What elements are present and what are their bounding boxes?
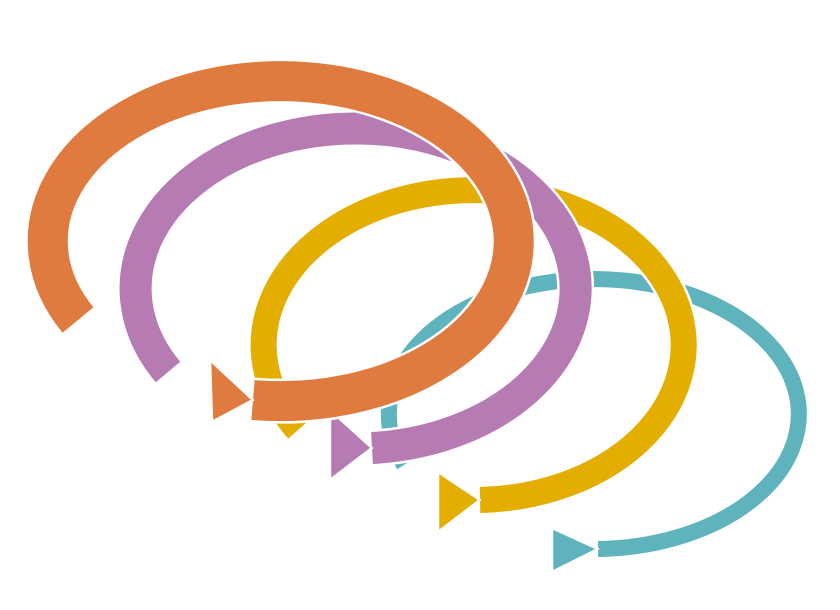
yellow-arrow-head <box>436 470 482 534</box>
orange-circular-arrow <box>25 58 537 424</box>
orange-arrow-head <box>208 358 255 424</box>
orange-arrow-ring <box>27 61 534 422</box>
purple-arrow-head <box>328 408 374 482</box>
teal-arrow-head <box>550 526 600 574</box>
yellow-arrow-ring <box>250 177 697 513</box>
yellow-circular-arrow <box>248 174 700 534</box>
